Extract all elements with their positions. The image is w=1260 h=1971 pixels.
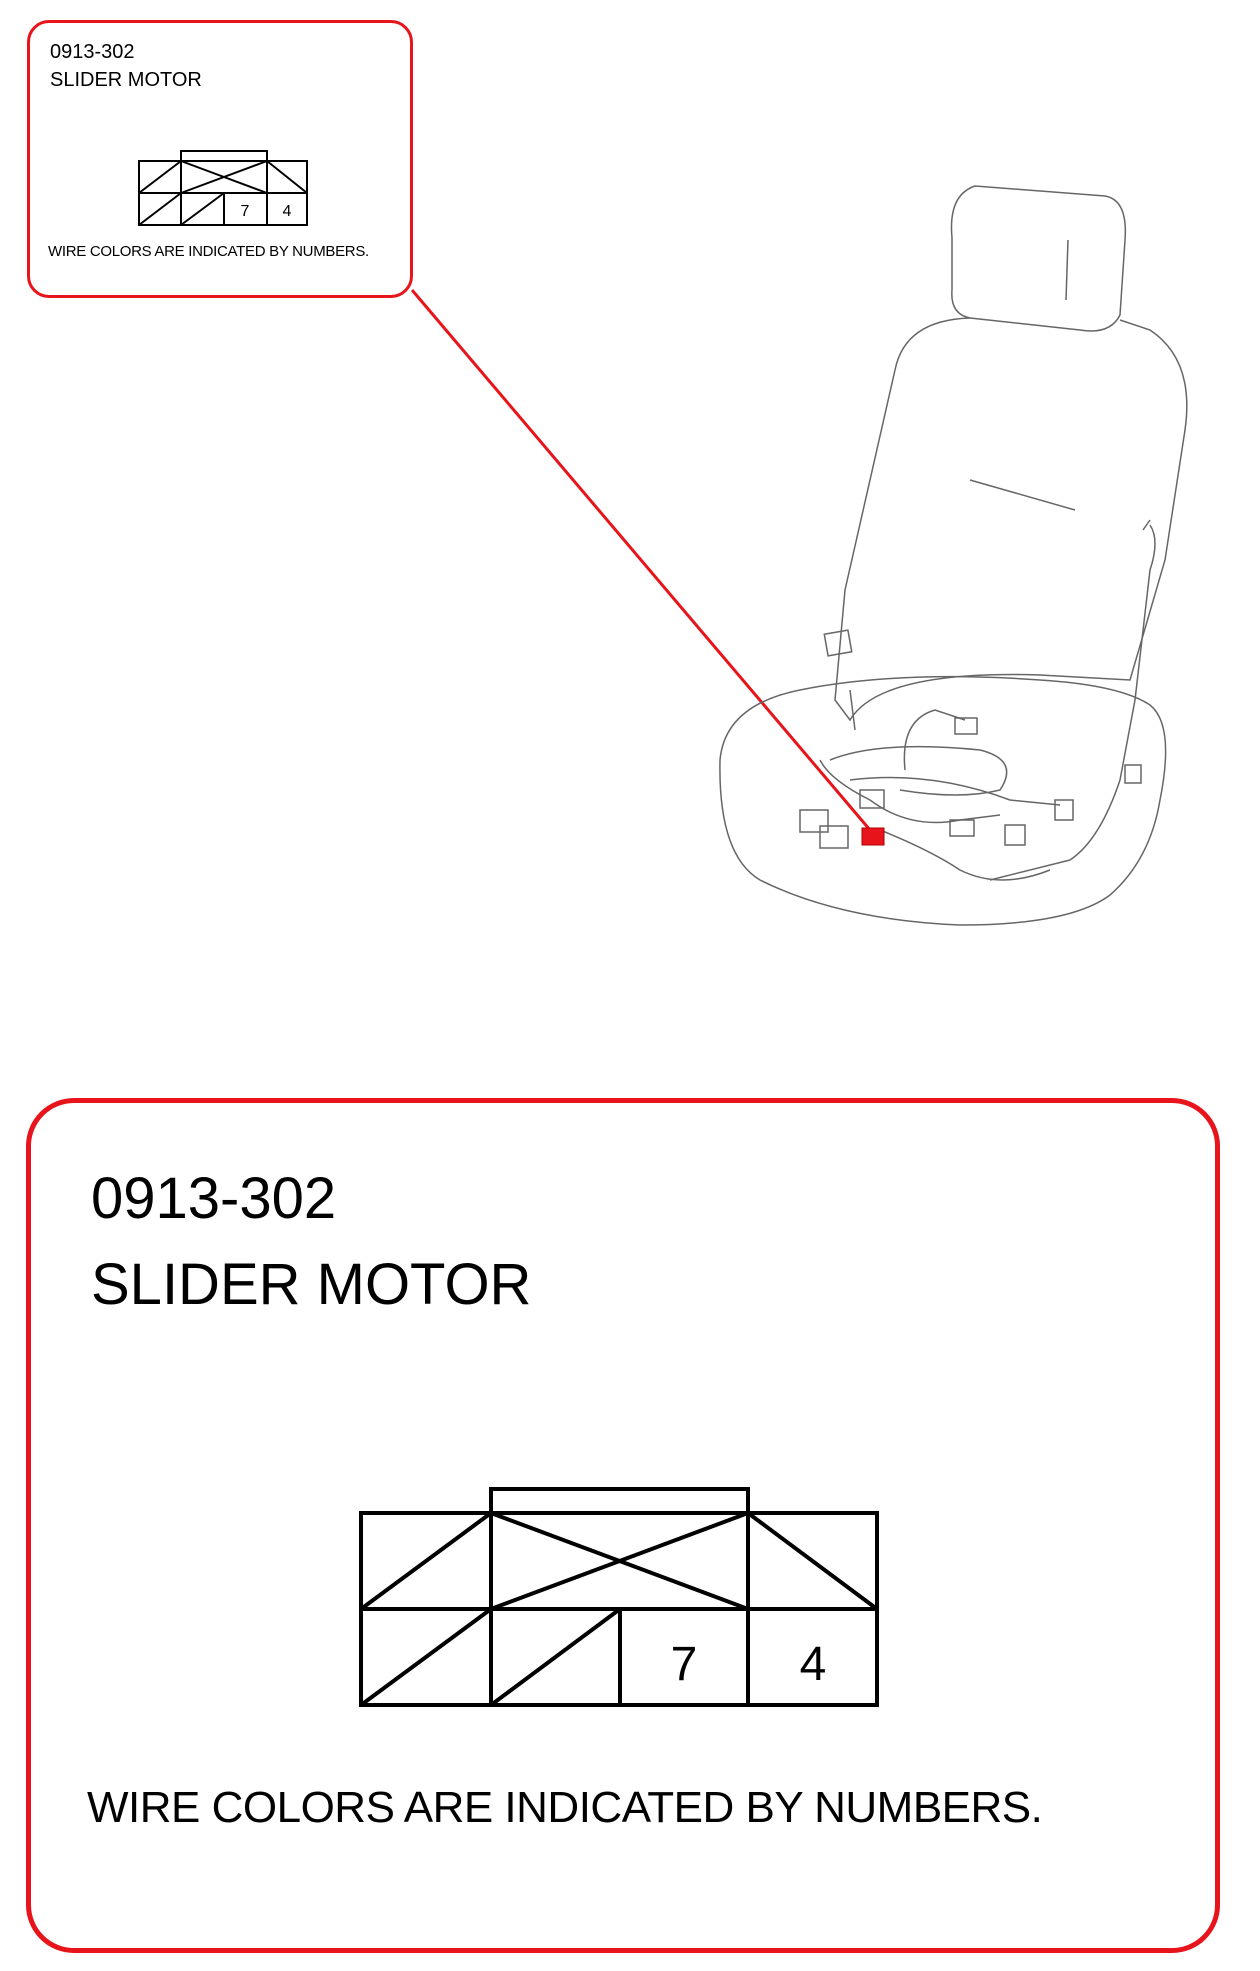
connector-face-small: 7 4 [138,150,308,226]
pin-label-large-4: 4 [800,1638,827,1691]
connector-face-large: 7 4 [359,1487,879,1707]
seat-cushion [719,675,1167,926]
leader-line [410,289,872,831]
wire-color-note-large: WIRE COLORS ARE INDICATED BY NUMBERS. [87,1783,1043,1832]
seat-drawing [719,185,1188,926]
pin-label-large-7: 7 [671,1638,698,1691]
seat-headrest [950,185,1127,332]
seat-backrest [834,317,1188,722]
small-callout: 0913-302 SLIDER MOTOR 7 4 WIRE COLORS AR… [27,20,413,298]
pin-label-small-4: 4 [283,203,292,220]
connector-name-small: SLIDER MOTOR [50,69,202,91]
pin-label-small-7: 7 [241,203,250,220]
slider-motor-connector-marker [861,827,885,846]
connector-name-large: SLIDER MOTOR [91,1252,532,1317]
wire-color-note-small: WIRE COLORS ARE INDICATED BY NUMBERS. [48,243,369,260]
connector-code-large: 0913-302 [91,1166,337,1231]
large-callout: 0913-302 SLIDER MOTOR 7 4 WIRE COLORS AR… [26,1098,1220,1953]
connector-code-small: 0913-302 [50,41,135,63]
